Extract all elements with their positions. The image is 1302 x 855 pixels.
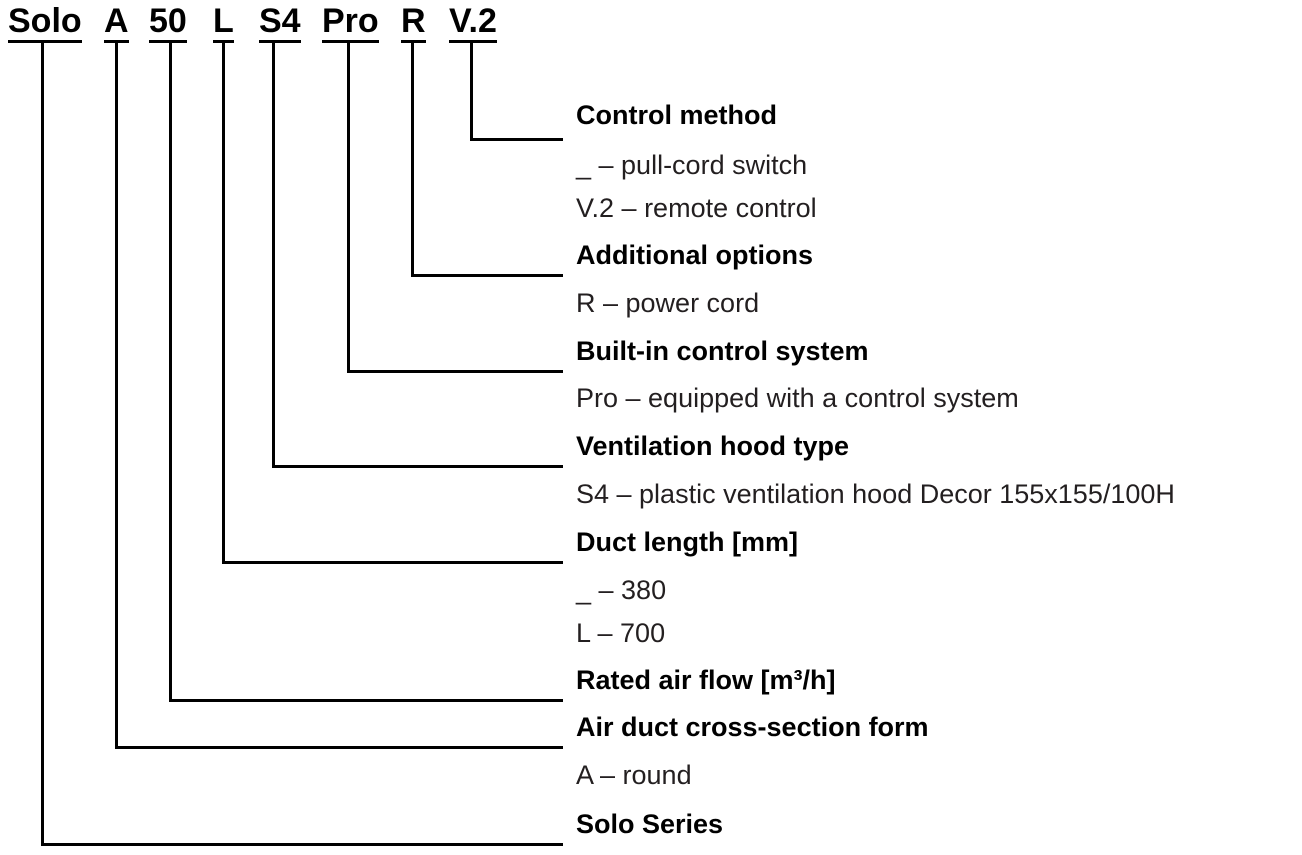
leader-vertical-1 bbox=[411, 40, 414, 277]
legend-heading-2: Built-in control system bbox=[576, 336, 869, 366]
leader-horizontal-1 bbox=[411, 274, 563, 277]
legend-heading-1: Additional options bbox=[576, 240, 813, 270]
legend-item-3-0: S4 – plastic ventilation hood Decor 155x… bbox=[576, 479, 1175, 509]
legend-item-1-0: R – power cord bbox=[576, 288, 760, 318]
leader-horizontal-4 bbox=[222, 561, 563, 564]
leader-horizontal-6 bbox=[115, 746, 563, 749]
code-token-4: S4 bbox=[259, 4, 301, 43]
legend-heading-6: Air duct cross-section form bbox=[576, 712, 929, 742]
leader-vertical-4 bbox=[222, 40, 225, 564]
legend-heading-4: Duct length [mm] bbox=[576, 527, 798, 557]
legend-item-2-0: Pro – equipped with a control system bbox=[576, 383, 1019, 413]
leader-horizontal-7 bbox=[41, 843, 563, 846]
code-token-1: A bbox=[104, 4, 129, 43]
leader-vertical-2 bbox=[347, 40, 350, 373]
leader-horizontal-5 bbox=[169, 699, 563, 702]
code-token-5: Pro bbox=[322, 4, 379, 43]
legend-item-0-0: _ – pull-cord switch bbox=[576, 150, 808, 180]
legend-heading-3: Ventilation hood type bbox=[576, 431, 850, 461]
leader-horizontal-0 bbox=[470, 138, 563, 141]
leader-horizontal-3 bbox=[272, 465, 563, 468]
code-token-3: L bbox=[213, 4, 234, 43]
code-token-6: R bbox=[401, 4, 426, 43]
legend-item-4-0: _ – 380 bbox=[576, 575, 667, 605]
code-token-2: 50 bbox=[149, 4, 187, 43]
legend-heading-7: Solo Series bbox=[576, 809, 724, 839]
leader-horizontal-2 bbox=[347, 370, 563, 373]
code-token-7: V.2 bbox=[449, 4, 497, 43]
code-token-0: Solo bbox=[8, 4, 82, 43]
leader-vertical-3 bbox=[272, 40, 275, 468]
leader-vertical-6 bbox=[115, 40, 118, 749]
leader-vertical-0 bbox=[470, 40, 473, 141]
legend-heading-5: Rated air flow [m³/h] bbox=[576, 665, 836, 695]
leader-vertical-5 bbox=[169, 40, 172, 702]
legend-item-0-1: V.2 – remote control bbox=[576, 193, 817, 223]
legend-item-4-1: L – 700 bbox=[576, 618, 666, 648]
leader-vertical-7 bbox=[41, 40, 44, 846]
legend-item-6-0: A – round bbox=[576, 760, 692, 790]
legend-heading-0: Control method bbox=[576, 100, 777, 130]
